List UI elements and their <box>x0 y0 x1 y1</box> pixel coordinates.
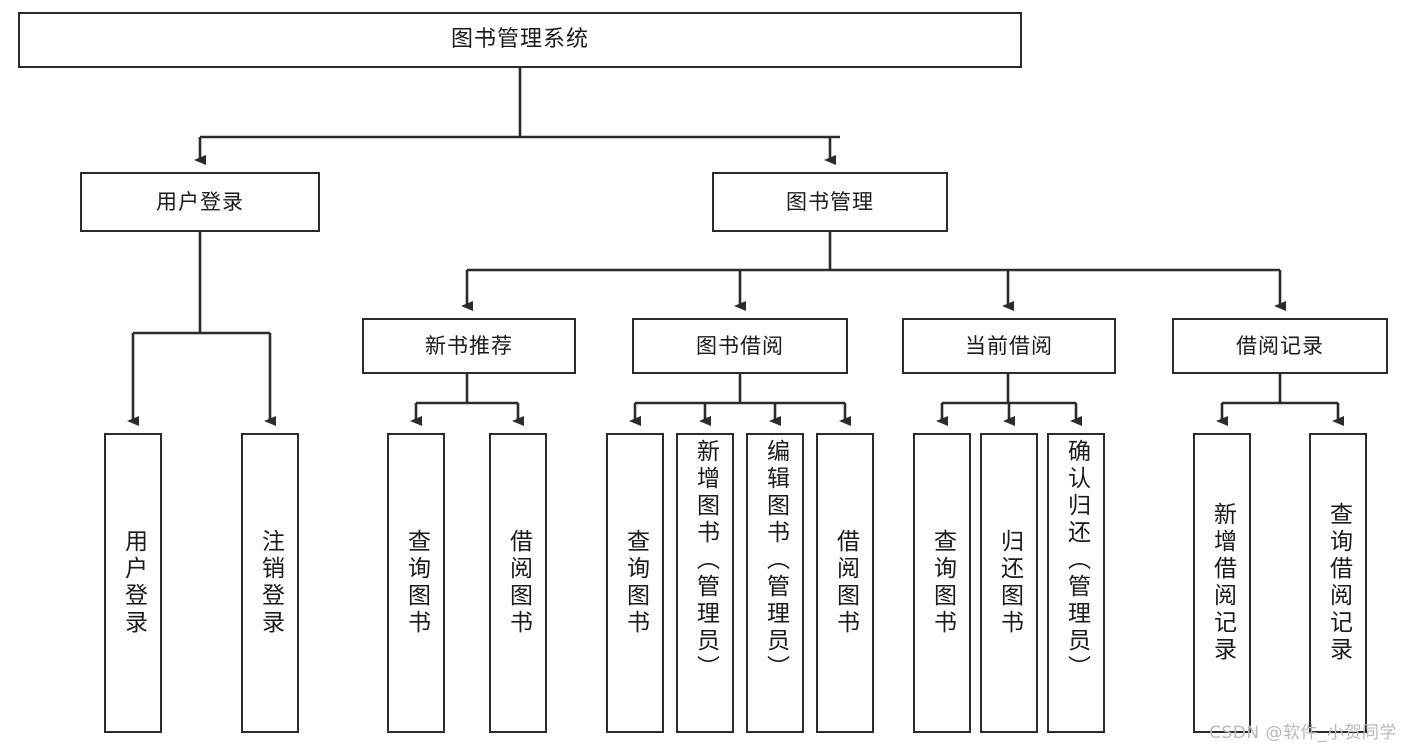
leaf-label: 查询图书 <box>929 529 956 637</box>
node-root[interactable]: 图书管理系统 <box>18 12 1022 68</box>
node-new-book-recommend-label: 新书推荐 <box>425 333 513 358</box>
leaf-new-book-borrow[interactable]: 借阅图书 <box>489 433 547 733</box>
leaf-borrow-record-query[interactable]: 查询借阅记录 <box>1309 433 1367 733</box>
leaf-label: 新增图书（管理员） <box>692 439 719 682</box>
node-current-borrow-label: 当前借阅 <box>965 333 1053 358</box>
leaf-label: 查询借阅记录 <box>1325 502 1352 664</box>
leaf-label: 查询图书 <box>622 529 649 637</box>
node-book-borrow[interactable]: 图书借阅 <box>632 318 848 374</box>
leaf-book-borrow-borrow[interactable]: 借阅图书 <box>816 433 874 733</box>
leaf-new-book-query[interactable]: 查询图书 <box>387 433 445 733</box>
leaf-current-borrow-query[interactable]: 查询图书 <box>913 433 971 733</box>
leaf-book-borrow-add[interactable]: 新增图书（管理员） <box>676 433 734 733</box>
node-book-manage-label: 图书管理 <box>786 189 874 214</box>
leaf-label: 借阅图书 <box>832 529 859 637</box>
leaf-label: 借阅图书 <box>505 529 532 637</box>
node-current-borrow[interactable]: 当前借阅 <box>902 318 1116 374</box>
leaf-label: 注销登录 <box>257 529 284 637</box>
leaf-current-borrow-return[interactable]: 归还图书 <box>980 433 1038 733</box>
leaf-book-borrow-query[interactable]: 查询图书 <box>606 433 664 733</box>
leaf-user-login-login[interactable]: 用户登录 <box>104 433 162 733</box>
leaf-label: 用户登录 <box>120 529 147 637</box>
leaf-user-login-logout[interactable]: 注销登录 <box>241 433 299 733</box>
leaf-label: 确认归还（管理员） <box>1063 439 1090 682</box>
node-new-book-recommend[interactable]: 新书推荐 <box>362 318 576 374</box>
node-user-login-label: 用户登录 <box>156 189 244 214</box>
csdn-watermark: CSDN @软件_小贺同学 <box>1209 723 1397 743</box>
leaf-label: 查询图书 <box>403 529 430 637</box>
node-root-label: 图书管理系统 <box>450 27 589 53</box>
node-user-login[interactable]: 用户登录 <box>80 172 320 232</box>
node-borrow-record-label: 借阅记录 <box>1236 333 1324 358</box>
leaf-book-borrow-edit[interactable]: 编辑图书（管理员） <box>746 433 804 733</box>
leaf-current-borrow-confirm[interactable]: 确认归还（管理员） <box>1047 433 1105 733</box>
node-borrow-record[interactable]: 借阅记录 <box>1172 318 1388 374</box>
leaf-borrow-record-add[interactable]: 新增借阅记录 <box>1193 433 1251 733</box>
node-book-manage[interactable]: 图书管理 <box>712 172 948 232</box>
leaf-label: 编辑图书（管理员） <box>762 439 789 682</box>
leaf-label: 归还图书 <box>996 529 1023 637</box>
node-book-borrow-label: 图书借阅 <box>696 333 784 358</box>
leaf-label: 新增借阅记录 <box>1209 502 1236 664</box>
